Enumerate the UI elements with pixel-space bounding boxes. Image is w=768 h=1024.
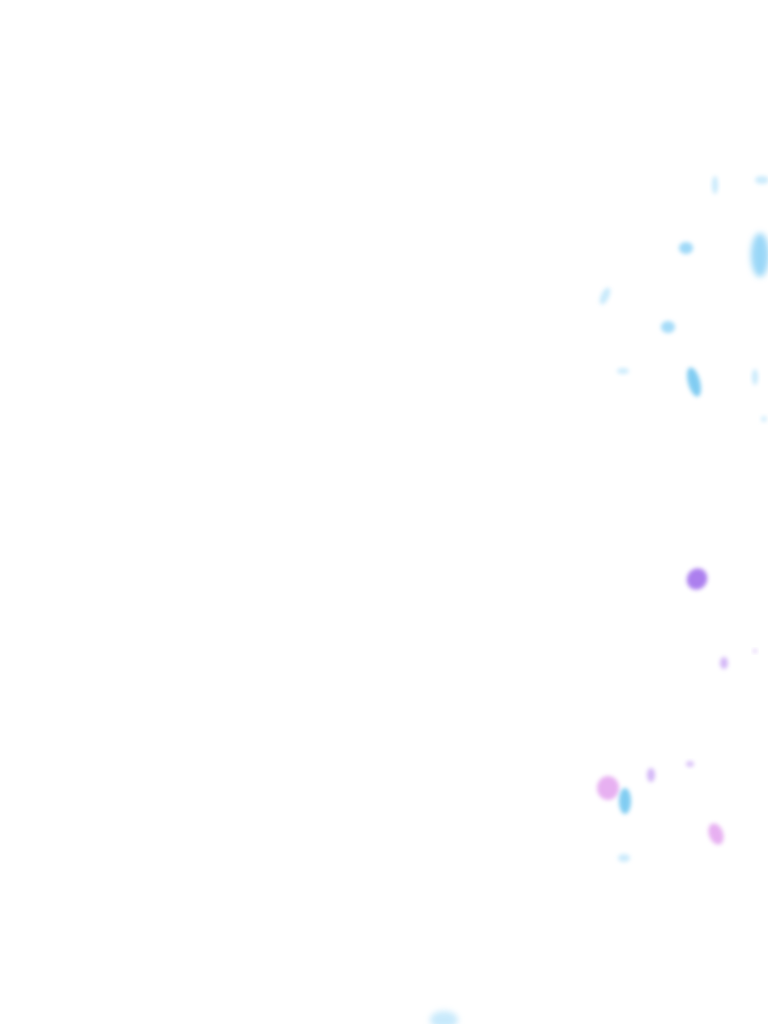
speckle-group	[430, 176, 768, 1024]
speckle-18	[708, 823, 724, 845]
speckle-13	[753, 649, 757, 653]
speckle-11	[686, 568, 708, 590]
speckle-2	[755, 176, 768, 184]
speckle-16	[597, 776, 619, 800]
speckle-5	[599, 287, 611, 305]
speckle-10	[761, 416, 767, 422]
speckle-17	[619, 788, 631, 814]
speckle-6	[661, 321, 675, 333]
speckle-9	[752, 369, 758, 385]
speckle-19	[618, 854, 630, 862]
speckle-15	[647, 768, 655, 782]
speckle-3	[679, 242, 693, 254]
speckle-7	[617, 368, 629, 374]
speckle-20	[430, 1011, 458, 1024]
speckle-1	[712, 176, 718, 194]
speckle-4	[751, 233, 768, 277]
speckle-12	[720, 657, 728, 669]
speckle-8	[687, 367, 701, 397]
speckle-14	[686, 761, 694, 767]
